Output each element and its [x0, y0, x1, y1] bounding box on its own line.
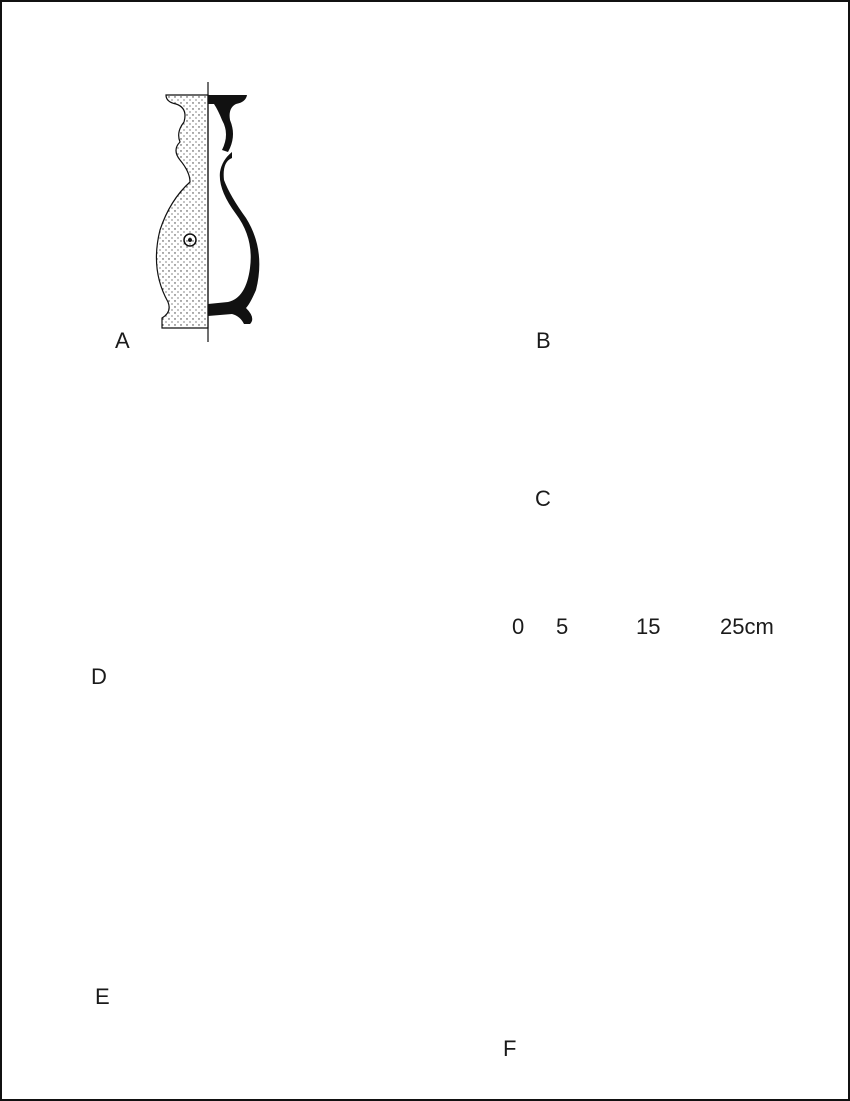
label-f: F — [503, 1036, 517, 1061]
label-d: D — [91, 664, 107, 689]
scale-tick-15: 15 — [636, 614, 661, 639]
label-b: B — [536, 328, 551, 353]
label-e: E — [95, 984, 110, 1009]
vessel-a — [155, 82, 260, 342]
label-c: C — [535, 486, 551, 511]
label-a: A — [115, 328, 130, 353]
scale-tick-5: 5 — [556, 614, 569, 639]
scale-tick-0: 0 — [512, 614, 525, 639]
scale-tick-25cm: 25cm — [720, 614, 774, 639]
